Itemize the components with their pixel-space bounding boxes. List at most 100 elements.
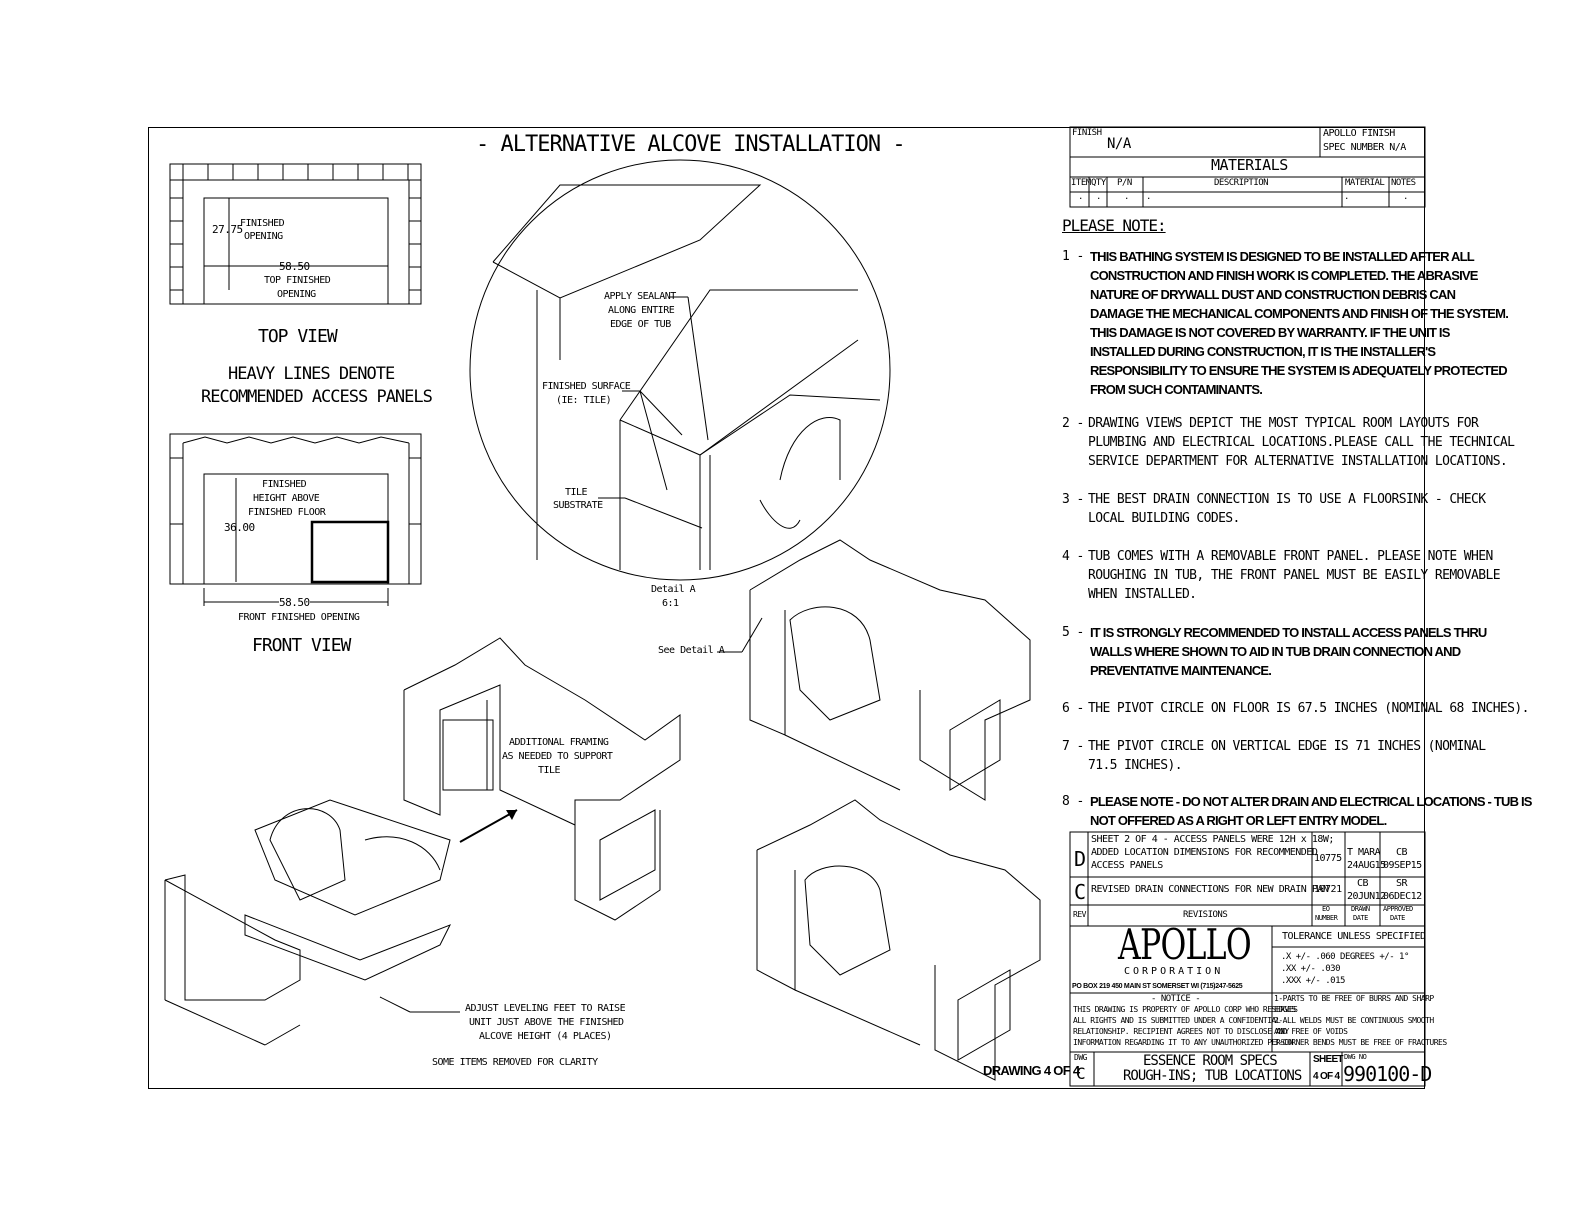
col-qty: QTY xyxy=(1091,178,1106,188)
sealant-label-3: EDGE OF TUB xyxy=(610,319,671,330)
note-number: 1 - xyxy=(1062,249,1084,264)
revision-eo-number: 10775 xyxy=(1314,853,1342,864)
spec-line: 3-CORNER BENDS MUST BE FREE OF FRACTURES xyxy=(1274,1038,1447,1047)
row-mark: . xyxy=(1403,192,1408,202)
removed-note: SOME ITEMS REMOVED FOR CLARITY xyxy=(432,1057,598,1068)
title-block-lines xyxy=(1069,126,1426,1087)
revision-drawn-by: CB xyxy=(1357,878,1369,889)
note-line: THE PIVOT CIRCLE ON VERTICAL EDGE IS 71 … xyxy=(1088,739,1486,754)
revision-approved-date: 09SEP15 xyxy=(1383,860,1422,871)
row-mark: . xyxy=(1096,192,1101,202)
sealant-label-2: ALONG ENTIRE xyxy=(608,305,675,316)
note-number: 4 - xyxy=(1062,549,1084,564)
notice-line: THIS DRAWING IS PROPERTY OF APOLLO CORP … xyxy=(1073,1005,1298,1014)
row-mark: . xyxy=(1124,192,1129,202)
revision-eo-number: 10721 xyxy=(1314,884,1342,895)
note-line: THIS BATHING SYSTEM IS DESIGNED TO BE IN… xyxy=(1090,249,1475,264)
top-view-width-label-2: OPENING xyxy=(277,289,316,300)
detail-label-2: 6:1 xyxy=(662,598,679,609)
revision-approved-by: CB xyxy=(1396,847,1408,858)
note-line: THE PIVOT CIRCLE ON FLOOR IS 67.5 INCHES… xyxy=(1088,701,1529,716)
tolerance-line-3: .XXX +/- .015 xyxy=(1281,976,1345,986)
tub-middle xyxy=(164,799,452,1046)
finish-value: N/A xyxy=(1107,136,1131,152)
revision-description: ADDED LOCATION DIMENSIONS FOR RECOMMENDE… xyxy=(1091,847,1318,858)
front-view-width-value: 58.50 xyxy=(279,596,310,609)
tolerance-title: TOLERANCE UNLESS SPECIFIED xyxy=(1282,931,1426,942)
spec-line: AND FREE OF VOIDS xyxy=(1274,1027,1348,1036)
col-notes: NOTES xyxy=(1391,178,1416,188)
note-line: RESPONSIBILITY TO ENSURE THE SYSTEM IS A… xyxy=(1090,363,1508,378)
note-line: DAMAGE THE MECHANICAL COMPONENTS AND FIN… xyxy=(1090,306,1509,321)
front-view-height-label-1: FINISHED xyxy=(262,479,307,490)
approved-header-2: DATE xyxy=(1390,914,1405,922)
alcove-wall-top-right xyxy=(749,539,1031,801)
top-view-height-label-2: OPENING xyxy=(244,231,283,242)
drawing-title-1: ESSENCE ROOM SPECS xyxy=(1143,1053,1278,1069)
revision-description: SHEET 2 OF 4 - ACCESS PANELS WERE 12H x … xyxy=(1091,834,1334,845)
dwg-no-label: DWG NO xyxy=(1344,1053,1367,1061)
front-view-height-label-2: HEIGHT ABOVE xyxy=(253,493,320,504)
drawing-title-2: ROUGH-INS; TUB LOCATIONS xyxy=(1123,1068,1302,1084)
main-title: - ALTERNATIVE ALCOVE INSTALLATION - xyxy=(476,132,906,157)
dwg-rev: C xyxy=(1076,1064,1086,1083)
col-material: MATERIAL xyxy=(1345,178,1385,188)
note-line: INSTALLED DURING CONSTRUCTION, IT IS THE… xyxy=(1090,344,1436,359)
tolerance-line-1: .X +/- .060 DEGREES +/- 1° xyxy=(1281,952,1409,962)
note-line: PLUMBING AND ELECTRICAL LOCATIONS.PLEASE… xyxy=(1088,435,1515,450)
framing-label-2: AS NEEDED TO SUPPORT xyxy=(502,751,613,762)
row-mark: . xyxy=(1344,192,1349,202)
note-line: SERVICE DEPARTMENT FOR ALTERNATIVE INSTA… xyxy=(1088,454,1508,469)
front-view-width-label: FRONT FINISHED OPENING xyxy=(238,612,360,623)
eo-header-1: EO xyxy=(1322,905,1330,913)
note-line: THIS DAMAGE IS NOT COVERED BY WARRANTY. … xyxy=(1090,325,1450,340)
note-line: ROUGHING IN TUB, THE FRONT PANEL MUST BE… xyxy=(1088,568,1501,583)
note-line: THE BEST DRAIN CONNECTION IS TO USE A FL… xyxy=(1088,492,1486,507)
notice-line: ALL RIGHTS AND IS SUBMITTED UNDER A CONF… xyxy=(1073,1016,1281,1025)
alcove-wall-middle xyxy=(403,637,681,921)
finish-label: FINISH xyxy=(1072,128,1102,138)
rev-header: REV xyxy=(1073,910,1086,919)
revision-letter: D xyxy=(1074,847,1086,871)
spec-line: EDGES xyxy=(1274,1005,1296,1014)
revision-approved-date: 06DEC12 xyxy=(1383,891,1422,902)
top-view-frame xyxy=(169,163,422,305)
col-pn: P/N xyxy=(1117,178,1132,188)
note-number: 6 - xyxy=(1062,701,1084,716)
top-view-width-label-1: TOP FINISHED xyxy=(264,275,331,286)
finished-surface-label-2: (IE: TILE) xyxy=(556,395,612,406)
note-line: NOT OFFERED AS A RIGHT OR LEFT ENTRY MOD… xyxy=(1090,813,1387,828)
note-line: IT IS STRONGLY RECOMMENDED TO INSTALL AC… xyxy=(1090,625,1487,640)
row-mark: . xyxy=(1146,192,1151,202)
leveling-label-1: ADJUST LEVELING FEET TO RAISE xyxy=(465,1003,626,1014)
note-number: 5 - xyxy=(1062,625,1084,640)
framing-label-1: ADDITIONAL FRAMING xyxy=(509,737,609,748)
top-view-title: TOP VIEW xyxy=(258,326,338,347)
drawn-header-1: DRAWN xyxy=(1351,905,1370,913)
revision-approved-by: SR xyxy=(1396,878,1408,889)
company-logo-sub: CORPORATION xyxy=(1124,966,1224,977)
note-line: WALLS WHERE SHOWN TO AID IN TUB DRAIN CO… xyxy=(1090,644,1461,659)
top-view-width-value: 58.50 xyxy=(279,260,310,273)
front-view-height-value: 36.00 xyxy=(224,521,255,534)
drawing-number-label: DRAWING 4 OF 4 xyxy=(983,1063,1080,1078)
company-address: PO BOX 219 450 MAIN ST SOMERSET WI (715)… xyxy=(1072,983,1243,990)
revision-description: REVISED DRAIN CONNECTIONS FOR NEW DRAIN … xyxy=(1091,884,1329,895)
spec-line: 2-ALL WELDS MUST BE CONTINUOUS SMOOTH xyxy=(1274,1016,1434,1025)
apollo-finish-label-2: SPEC NUMBER N/A xyxy=(1323,142,1406,153)
note-number: 2 - xyxy=(1062,416,1084,431)
tile-substrate-label-1: TILE xyxy=(565,487,588,498)
note-line: PREVENTATIVE MAINTENANCE. xyxy=(1090,663,1272,678)
revision-drawn-by: T MARA xyxy=(1347,847,1381,858)
col-description: DESCRIPTION xyxy=(1214,178,1269,188)
col-item: ITEM xyxy=(1071,178,1091,188)
row-mark: . xyxy=(1078,192,1083,202)
apollo-finish-label-1: APOLLO FINISH xyxy=(1323,128,1395,139)
dwg-label: DWG xyxy=(1074,1053,1087,1062)
note-line: 71.5 INCHES). xyxy=(1088,758,1183,773)
drawing-frame xyxy=(148,127,1425,1089)
tolerance-line-2: .XX +/- .030 xyxy=(1281,964,1341,974)
top-view-height-value: 27.75 xyxy=(212,223,243,236)
leveling-label-3: ALCOVE HEIGHT (4 PLACES) xyxy=(479,1031,612,1042)
leader-lines xyxy=(379,296,763,1013)
